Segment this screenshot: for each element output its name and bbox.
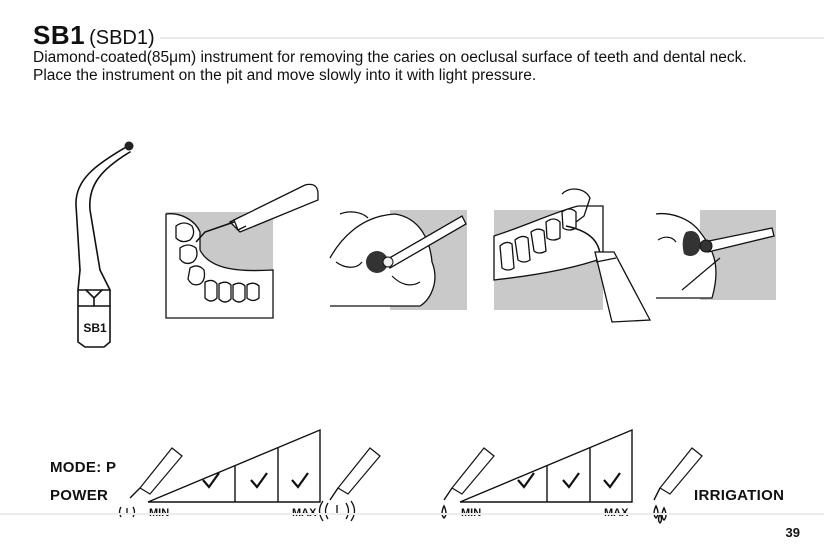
footer-divider	[0, 513, 824, 515]
instrument-alt-code: (SBD1)	[89, 27, 155, 49]
irrigation-level-1-check-icon	[515, 470, 537, 497]
power-level-2-check-icon	[248, 470, 270, 497]
power-level-3-check-icon	[289, 470, 311, 497]
page-title: SB1(SBD1)	[33, 20, 155, 51]
description: Diamond-coated(85μm) instrument for remo…	[33, 49, 803, 84]
tip-label: SB1	[83, 321, 107, 335]
irrigation-level-2-check-icon	[560, 470, 582, 497]
water-drop-low-icon	[441, 504, 447, 519]
page-number: 39	[785, 525, 800, 540]
vibration-low-icon	[118, 506, 136, 518]
mode-label: MODE: P	[50, 459, 117, 476]
irrigation-label: IRRIGATION	[694, 487, 785, 504]
title-divider	[160, 37, 824, 39]
description-line-1: Diamond-coated(85μm) instrument for remo…	[33, 49, 747, 66]
power-label: POWER	[50, 487, 109, 504]
irrigation-level-3-check-icon	[601, 470, 623, 497]
power-level-1-check-icon	[200, 470, 222, 497]
vibration-high-icon	[318, 500, 356, 522]
description-line-2: Place the instrument on the pit and move…	[33, 66, 537, 84]
instrument-code: SB1	[33, 20, 86, 50]
